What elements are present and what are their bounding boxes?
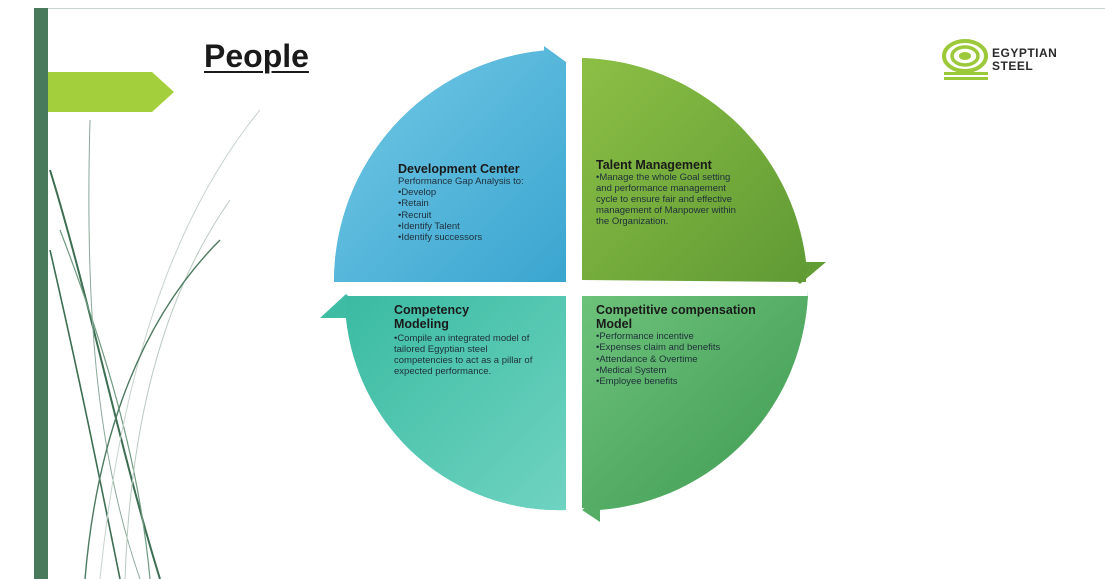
compensation-model-heading: Competitive compensation Model <box>596 303 756 331</box>
logo-swirl-icon <box>942 39 988 80</box>
quadrant-development-center-fill <box>333 50 566 282</box>
logo-line-2: STEEL <box>992 59 1034 73</box>
page-title: People <box>204 38 309 74</box>
development-center-text: Development Center Performance Gap Analy… <box>398 162 558 243</box>
compensation-model-list: •Performance incentive •Expenses claim a… <box>596 331 766 387</box>
list-item: •Recruit <box>398 209 432 221</box>
talent-management-text: Talent Management •Manage the whole Goal… <box>596 158 746 227</box>
talent-management-heading: Talent Management <box>596 158 712 172</box>
talent-management-description: •Manage the whole Goal setting and perfo… <box>596 172 736 227</box>
competency-modeling-description: •Compile an integrated model of tailored… <box>394 333 533 377</box>
list-item: •Identify successors <box>398 232 483 244</box>
quadrant-competency-modeling-fill <box>346 296 566 511</box>
left-accent-bar <box>34 8 48 579</box>
list-item: •Develop <box>398 187 437 198</box>
compensation-model-text: Competitive compensation Model •Performa… <box>596 303 766 387</box>
company-logo: EGYPTIAN STEEL <box>940 36 1090 84</box>
decorative-curves <box>49 109 261 579</box>
top-border-line <box>34 8 1105 9</box>
competency-modeling-heading: Competency Modeling <box>394 303 470 331</box>
development-center-subheading: Performance Gap Analysis to: <box>398 176 524 187</box>
list-item: •Performance incentive <box>596 331 694 342</box>
list-item: •Retain <box>398 198 429 210</box>
logo-line-1: EGYPTIAN <box>992 46 1058 60</box>
development-center-heading: Development Center <box>398 162 520 176</box>
green-tab-arrow <box>48 72 174 112</box>
list-item: •Medical System <box>596 364 667 376</box>
list-item: •Identify Talent <box>398 220 460 232</box>
logo-wordmark: EGYPTIAN STEEL <box>992 47 1057 73</box>
development-center-list: •Develop •Retain •Recruit •Identify Tale… <box>398 187 558 243</box>
competency-modeling-text: Competency Modeling •Compile an integrat… <box>394 303 554 377</box>
quadrant-compensation-model-fill <box>582 296 808 508</box>
list-item: •Attendance & Overtime <box>596 353 698 365</box>
quadrant-talent-management-fill <box>582 58 806 282</box>
list-item: •Employee benefits <box>596 376 678 388</box>
list-item: •Expenses claim and benefits <box>596 342 721 354</box>
